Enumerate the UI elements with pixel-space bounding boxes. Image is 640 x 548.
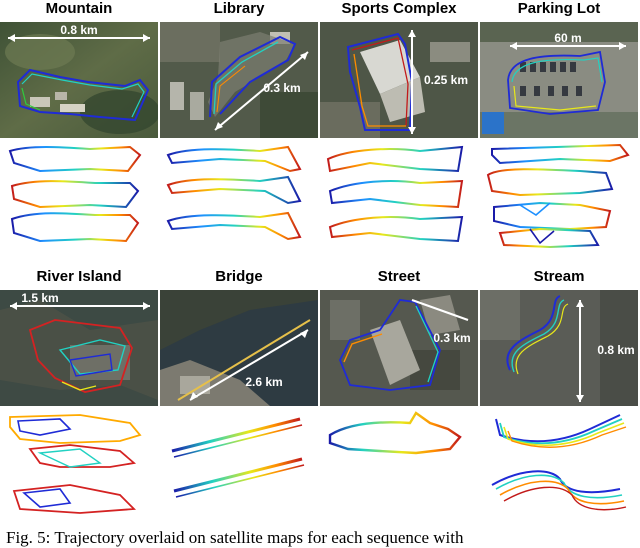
scale-label: 0.3 km xyxy=(263,81,300,95)
figure-caption: Fig. 5: Trajectory overlaid on satellite… xyxy=(6,528,464,547)
trajectory-plot xyxy=(480,141,638,251)
panel-title: Street xyxy=(377,268,421,285)
panel-title: Sports Complex xyxy=(341,0,457,17)
scale-bar xyxy=(189,329,309,401)
satellite-map: 1.5 km xyxy=(0,290,158,406)
satellite-map: 60 m xyxy=(480,22,638,138)
satellite-map: 0.8 km xyxy=(480,290,638,406)
panel-title: Mountain xyxy=(45,0,113,17)
scale-bar xyxy=(576,300,584,402)
satellite-map: 0.25 km xyxy=(320,22,478,138)
trajectory-plot xyxy=(480,409,638,519)
scale-bar xyxy=(411,299,469,321)
panel-title: Library xyxy=(213,0,265,17)
panel-title: Parking Lot xyxy=(517,0,601,17)
scale-bar xyxy=(214,51,309,131)
trajectory-plot xyxy=(0,141,158,251)
scale-label: 1.5 km xyxy=(21,291,58,305)
satellite-map: 2.6 km xyxy=(160,290,318,406)
scale-label: 0.25 km xyxy=(424,73,468,87)
scale-label: 0.3 km xyxy=(433,331,470,345)
panel-title: Bridge xyxy=(215,268,263,285)
scale-bar xyxy=(408,30,416,134)
trajectory-plot xyxy=(320,141,478,251)
panel-title: River Island xyxy=(36,268,122,285)
satellite-map: 0.3 km xyxy=(320,290,478,406)
trajectory-plot xyxy=(320,409,478,519)
scale-label: 0.8 km xyxy=(597,343,634,357)
scale-bar xyxy=(10,302,150,310)
scale-label: 0.8 km xyxy=(60,23,97,37)
scale-bar xyxy=(510,42,626,50)
satellite-map: 0.8 km xyxy=(0,22,158,138)
scale-label: 60 m xyxy=(554,31,581,45)
panel-title: Stream xyxy=(533,268,585,285)
trajectory-plot xyxy=(160,141,318,251)
trajectory-plot xyxy=(0,409,158,519)
scale-label: 2.6 km xyxy=(245,375,282,389)
scale-bar xyxy=(8,34,150,42)
trajectory-plot xyxy=(160,409,318,519)
satellite-map: 0.3 km xyxy=(160,22,318,138)
